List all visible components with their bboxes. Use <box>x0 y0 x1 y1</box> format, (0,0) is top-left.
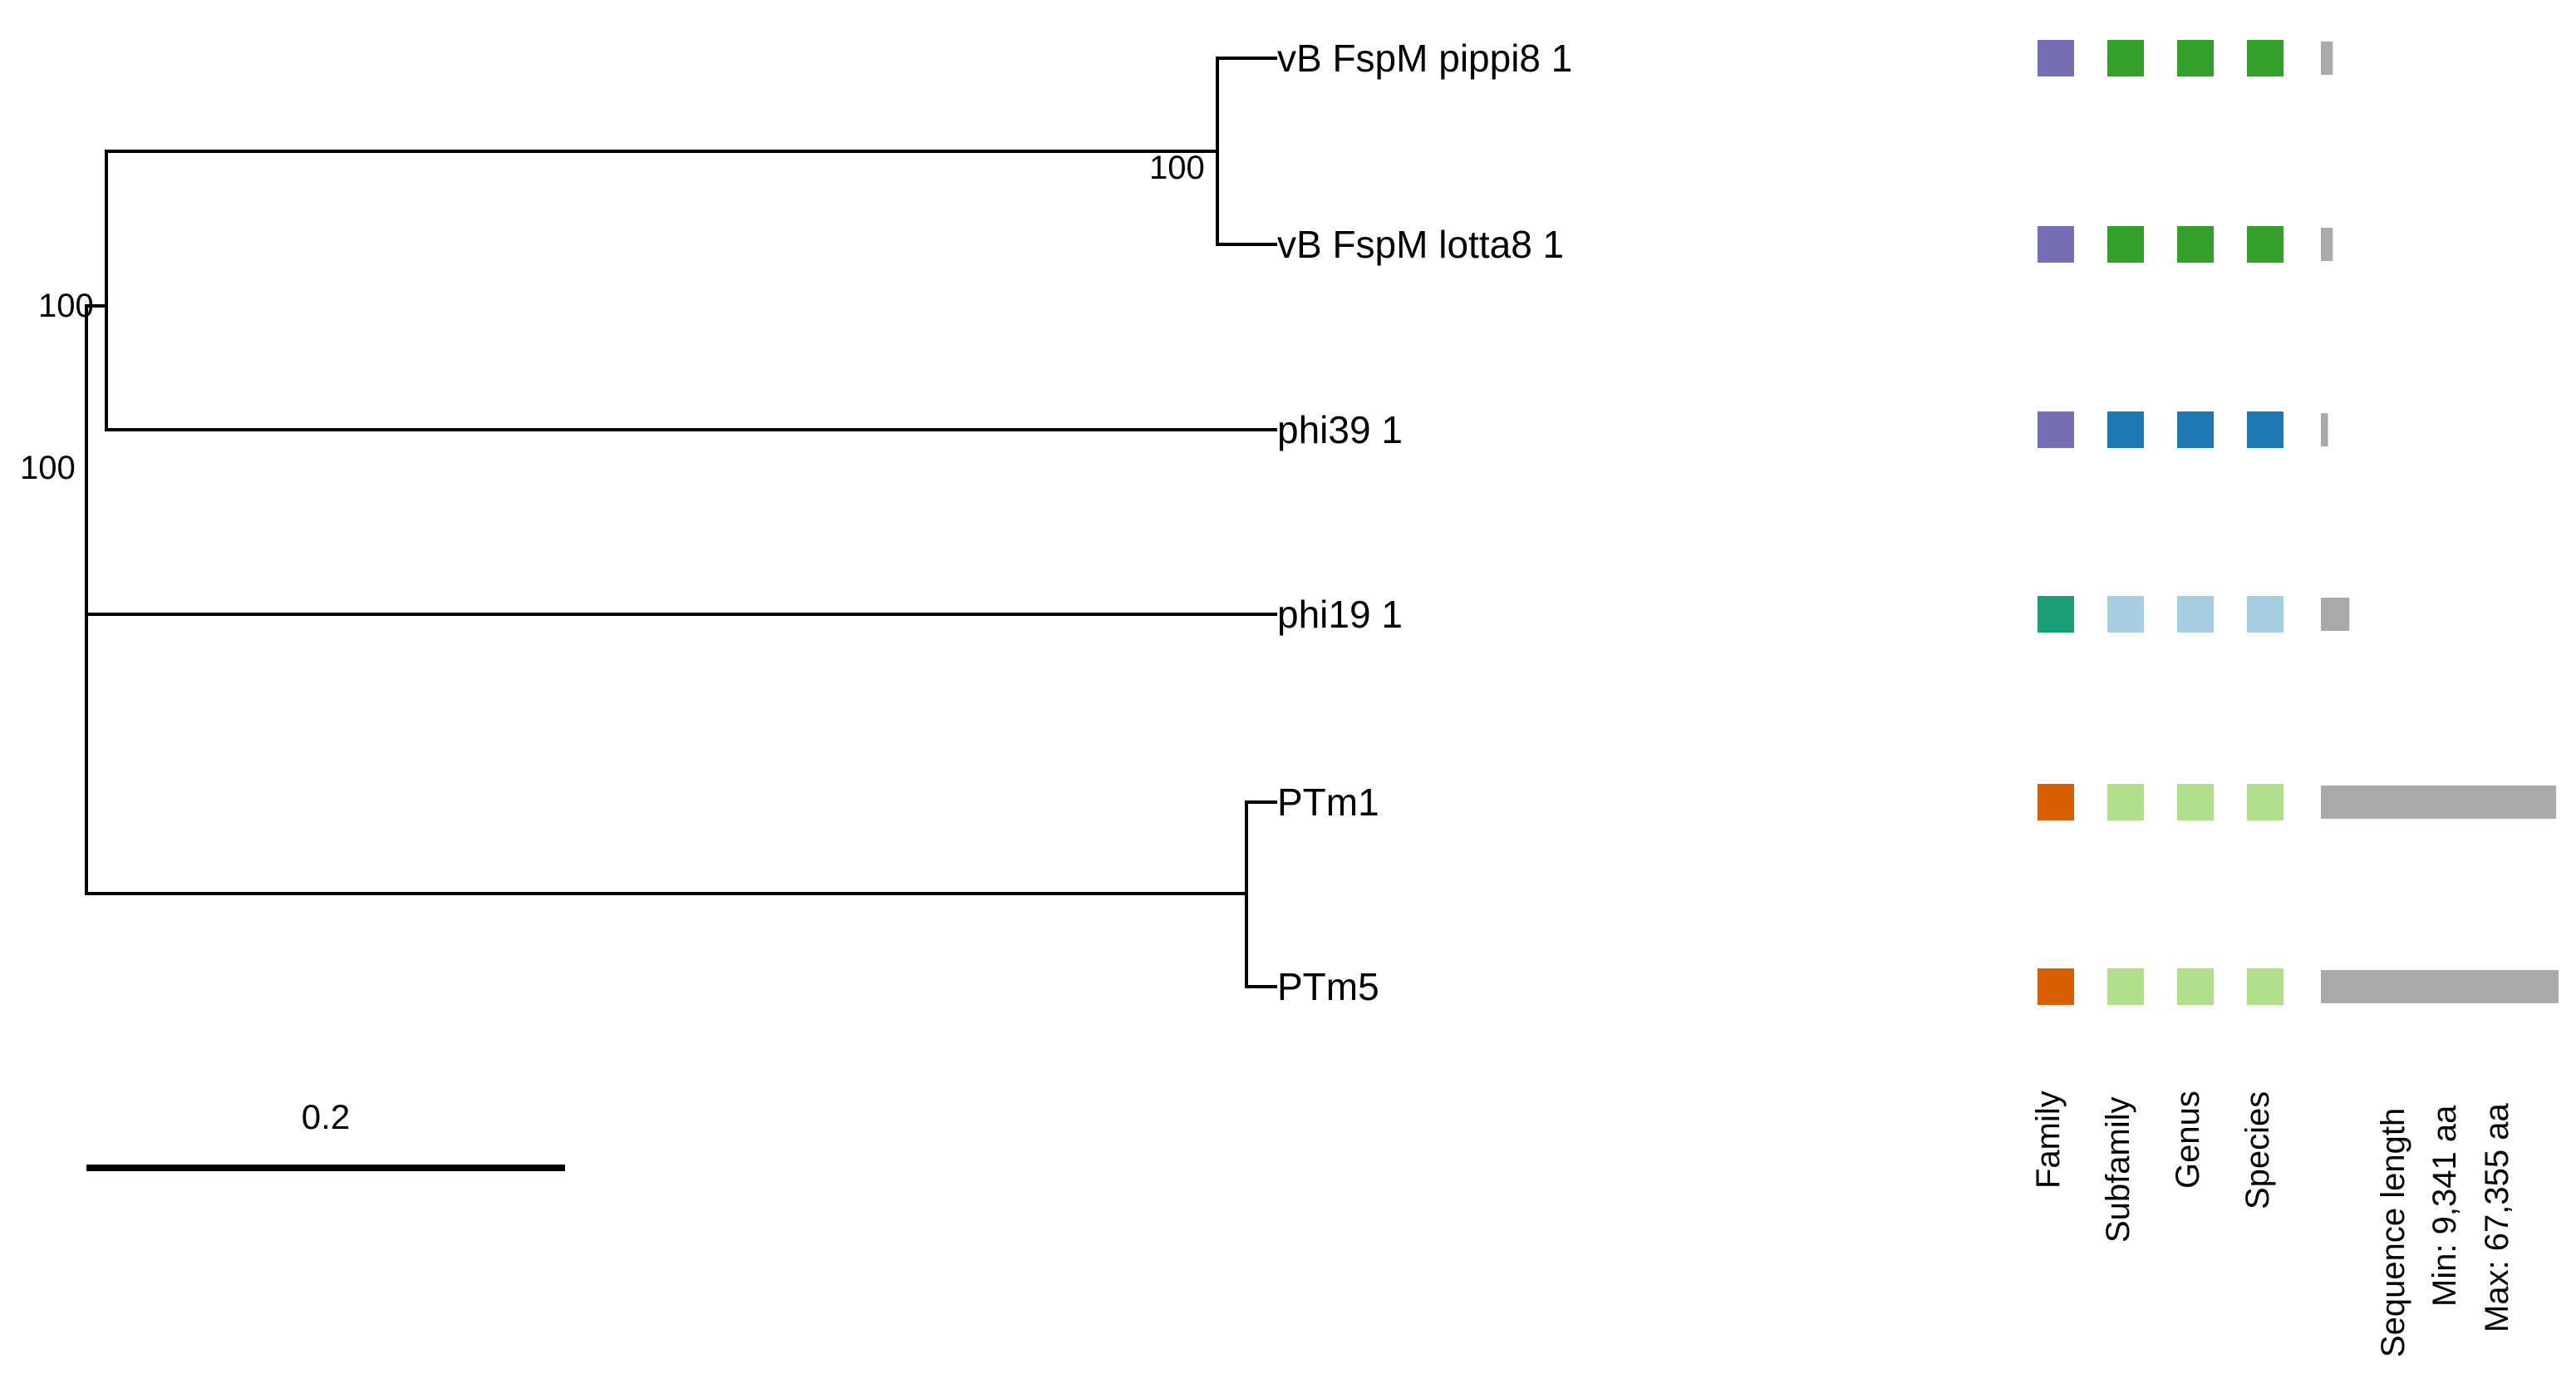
cell-genus-row-2 <box>2177 226 2214 263</box>
tree-branches <box>85 57 1277 988</box>
cell-family-row-6 <box>2038 968 2074 1005</box>
cell-species-row-3 <box>2247 411 2283 448</box>
column-label-family: Family <box>2030 1091 2067 1189</box>
column-label-sequence-length: Sequence length <box>2375 1108 2411 1357</box>
bootstrap-with-phi19: 100 <box>20 450 76 486</box>
cell-subfamily-row-5 <box>2107 784 2144 820</box>
cell-species-row-1 <box>2247 40 2283 76</box>
length-bar-row-2 <box>2321 228 2333 261</box>
column-label-subfamily: Subfamily <box>2100 1096 2136 1243</box>
cell-family-row-2 <box>2038 226 2074 263</box>
cell-genus-row-4 <box>2177 596 2214 633</box>
cell-family-row-5 <box>2038 784 2074 820</box>
bootstrap-pippi-lotta: 100 <box>1149 150 1205 186</box>
cell-species-row-5 <box>2247 784 2283 820</box>
leaf-label-ptm1: PTm1 <box>1277 781 1379 824</box>
leaf-label-pippi: vB FspM pippi8 1 <box>1277 37 1572 80</box>
cell-species-row-4 <box>2247 596 2283 633</box>
cell-genus-row-6 <box>2177 968 2214 1005</box>
cell-genus-row-3 <box>2177 411 2214 448</box>
leaf-label-lotta: vB FspM lotta8 1 <box>1277 223 1564 266</box>
column-label-length-max: Max: 67,355 aa <box>2479 1103 2515 1332</box>
cell-subfamily-row-1 <box>2107 40 2144 76</box>
cell-subfamily-row-4 <box>2107 596 2144 633</box>
cell-family-row-1 <box>2038 40 2074 76</box>
cell-species-row-6 <box>2247 968 2283 1005</box>
cell-genus-row-1 <box>2177 40 2214 76</box>
length-bar-row-6 <box>2321 970 2559 1003</box>
leaf-label-phi39: phi39 1 <box>1277 408 1403 451</box>
scale-bar-label: 0.2 <box>302 1097 350 1136</box>
length-bar-row-5 <box>2321 786 2557 819</box>
column-label-length-min: Min: 9,341 aa <box>2426 1105 2463 1307</box>
column-label-species: Species <box>2239 1091 2276 1209</box>
cell-family-row-3 <box>2038 411 2074 448</box>
length-bar-row-4 <box>2321 598 2350 631</box>
cell-species-row-2 <box>2247 226 2283 263</box>
leaf-label-ptm5: PTm5 <box>1277 965 1379 1008</box>
cell-genus-row-5 <box>2177 784 2214 820</box>
cell-subfamily-row-2 <box>2107 226 2144 263</box>
column-label-genus: Genus <box>2170 1091 2206 1189</box>
bootstrap-with-phi39: 100 <box>38 288 94 324</box>
cell-family-row-4 <box>2038 596 2074 633</box>
length-bar-row-3 <box>2321 413 2328 446</box>
length-bar-row-1 <box>2321 42 2333 75</box>
annotation-heatmap <box>2038 40 2559 1005</box>
cell-subfamily-row-6 <box>2107 968 2144 1005</box>
leaf-label-phi19: phi19 1 <box>1277 593 1403 636</box>
cell-subfamily-row-3 <box>2107 411 2144 448</box>
